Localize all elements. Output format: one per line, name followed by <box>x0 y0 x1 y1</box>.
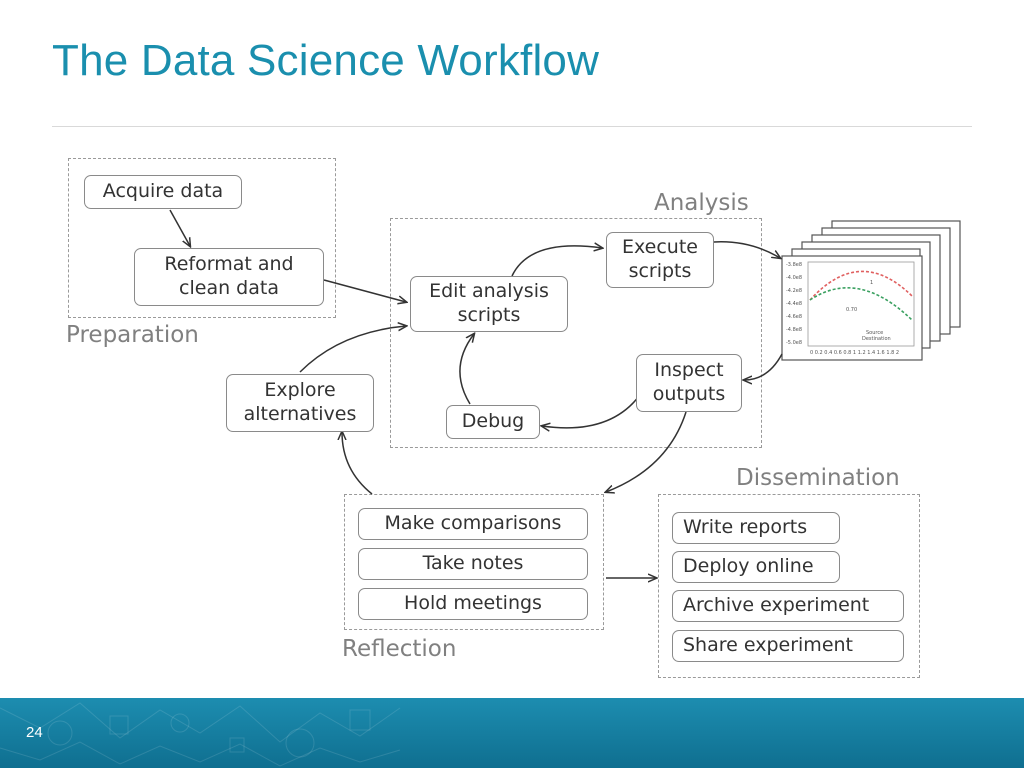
share-experiment-node: Share experiment <box>672 630 904 662</box>
debug-node: Debug <box>446 405 540 439</box>
title-divider <box>52 126 972 127</box>
arrow-acquire-reformat <box>169 209 190 246</box>
arrow-reformat-edit <box>323 279 406 302</box>
plot-ytick-6: -4.8e8 <box>786 327 802 333</box>
plot-ytick-7: -5.0e8 <box>786 340 802 346</box>
inspect-outputs-node: Inspect outputs <box>636 354 742 412</box>
plot-ytick-1: -3.8e8 <box>786 262 802 268</box>
plot-series-red <box>809 270 913 301</box>
arrow-inspect-reflection <box>606 411 687 492</box>
explore-alternatives-node: Explore alternatives <box>226 374 374 432</box>
analysis-label: Analysis <box>654 190 749 216</box>
arrow-edit-execute <box>511 246 602 277</box>
plot-ytick-2: -4.0e8 <box>786 275 802 281</box>
arrow-outputs-inspect <box>744 353 783 380</box>
plot-series-green <box>809 287 913 321</box>
footer-pattern <box>0 702 401 767</box>
dissemination-group <box>658 494 920 678</box>
execute-scripts-node: Execute scripts <box>606 232 714 288</box>
page-number: 24 <box>26 724 43 741</box>
archive-experiment-node: Archive experiment <box>672 590 904 622</box>
take-notes-node: Take notes <box>358 548 588 580</box>
preparation-label: Preparation <box>66 322 199 348</box>
plot-xticks: 0 0.2 0.4 0.6 0.8 1 1.2 1.4 1.6 1.8 2 <box>810 350 899 356</box>
plot-legend-source: Source <box>866 330 883 336</box>
plot-annotation-2: 0.70 <box>846 307 857 313</box>
edit-analysis-node: Edit analysis scripts <box>410 276 568 332</box>
preparation-group <box>68 158 336 318</box>
footer-bar: 24 <box>0 698 1024 768</box>
hold-meetings-node: Hold meetings <box>358 588 588 620</box>
arrow-debug-edit <box>459 334 474 405</box>
reformat-clean-node: Reformat and clean data <box>134 248 324 306</box>
arrow-reflection-explore <box>342 432 373 495</box>
reflection-label: Reflection <box>342 636 457 662</box>
plot-legend-destination: Destination <box>862 336 891 342</box>
arrow-explore-edit <box>299 326 406 373</box>
dissemination-label: Dissemination <box>736 465 900 491</box>
plot-ytick-5: -4.6e8 <box>786 314 802 320</box>
acquire-data-node: Acquire data <box>84 175 242 209</box>
plot-ytick-4: -4.4e8 <box>786 301 802 307</box>
arrow-inspect-debug <box>542 391 643 428</box>
reflection-group <box>344 494 604 630</box>
arrow-execute-outputs <box>713 241 780 258</box>
make-comparisons-node: Make comparisons <box>358 508 588 540</box>
analysis-group <box>390 218 762 448</box>
plot-ytick-3: -4.2e8 <box>786 288 802 294</box>
slide-title: The Data Science Workflow <box>52 36 600 85</box>
deploy-online-node: Deploy online <box>672 551 840 583</box>
write-reports-node: Write reports <box>672 512 840 544</box>
plot-annotation-1: 1 <box>870 280 873 286</box>
